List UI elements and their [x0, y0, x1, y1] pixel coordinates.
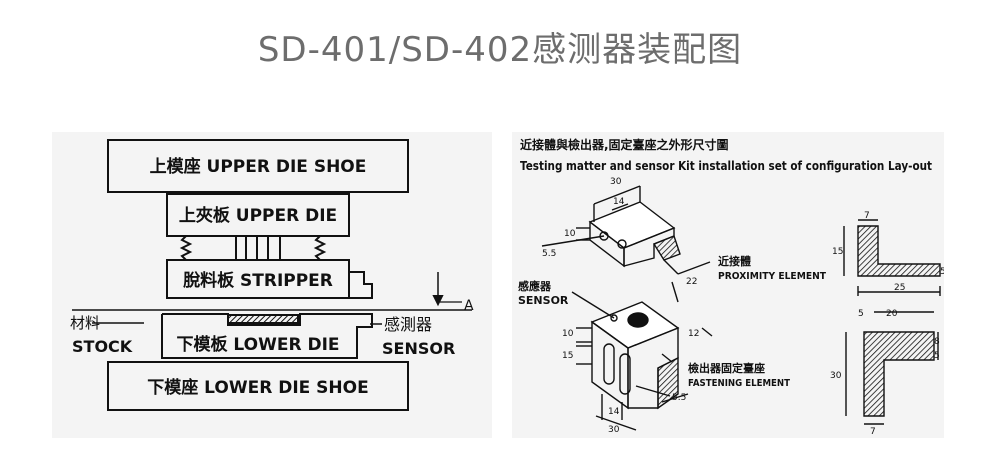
dim-5-a: 5 — [940, 267, 944, 277]
dim-22: 22 — [686, 277, 697, 287]
stripper-label: 脫料板 STRIPPER — [183, 270, 333, 291]
diagram-title-en: Testing matter and sensor Kit installati… — [520, 159, 932, 173]
dim-5-5-top: 5.5 — [542, 249, 556, 259]
upper-die-block — [166, 193, 350, 237]
dim-14-b: 14 — [608, 407, 620, 417]
dim-30-b: 30 — [608, 425, 620, 435]
proximity-en-label: PROXIMITY ELEMENT — [718, 271, 826, 282]
sensor-en-label: SENSOR — [518, 294, 569, 307]
stock-cn-label: 材料 — [70, 314, 100, 332]
stripper-block — [166, 259, 350, 299]
die-assembly-diagram: 上模座 UPPER DIE SHOE 上夾板 UPPER DIE 脫料板 STR… — [52, 132, 492, 438]
lower-die-block — [161, 313, 373, 359]
fastening-en-label: FASTENING ELEMENT — [688, 378, 790, 389]
point-a-label: A — [464, 298, 474, 314]
page-title: SD-401/SD-402感测器装配图 — [257, 30, 743, 70]
dim-14-top: 14 — [613, 197, 625, 207]
dim-15-b: 15 — [562, 351, 573, 361]
dim-15-a: 15 — [832, 247, 843, 257]
dim-25: 25 — [894, 283, 905, 293]
sensor-cn-label: 感應器 — [518, 279, 552, 293]
upper-die-shoe-block — [107, 139, 409, 193]
spring-left — [179, 235, 193, 261]
dim-30-c: 30 — [830, 371, 842, 381]
proximity-cn-label: 近接體 — [718, 254, 751, 268]
dim-12: 12 — [688, 329, 699, 339]
dim-5-5-b: 5.5 — [672, 393, 686, 403]
lower-die-label: 下模板 LOWER DIE — [176, 334, 339, 355]
upper-die-shoe-label: 上模座 UPPER DIE SHOE — [150, 156, 367, 177]
sensor-cn-label: 感測器 — [384, 315, 432, 334]
fastening-cn-label: 檢出器固定臺座 — [688, 361, 765, 375]
dim-20: 20 — [886, 309, 898, 319]
dimension-layout-diagram: 近接體與檢出器,固定臺座之外形尺寸圖 Testing matter and se… — [512, 132, 946, 438]
dim-7-b: 7 — [870, 427, 876, 437]
lower-die-shoe-block — [107, 361, 409, 411]
fastening-element-drawing — [571, 281, 713, 431]
dim-5-c: 5 — [858, 309, 864, 319]
diagram-title-cn: 近接體與檢出器,固定臺座之外形尺寸圖 — [520, 137, 729, 152]
dim-10-b: 10 — [562, 329, 574, 339]
dim-7-a: 7 — [864, 211, 870, 221]
stock-en-label: STOCK — [72, 337, 133, 356]
lower-die-shoe-label: 下模座 LOWER DIE SHOE — [147, 377, 368, 398]
upper-die-label: 上夾板 UPPER DIE — [179, 205, 337, 226]
dim-30-top: 30 — [610, 177, 622, 187]
proximity-element-drawing — [541, 185, 711, 275]
proximity-section-drawing — [843, 219, 941, 296]
sensor-en-label: SENSOR — [382, 339, 455, 358]
stock-hatch — [227, 314, 299, 324]
dim-10-top: 10 — [564, 229, 576, 239]
dim-8: 8 — [934, 337, 940, 347]
dim-5-d: 5 — [934, 351, 940, 361]
spring-right — [313, 235, 327, 261]
fastening-section-drawing — [845, 311, 939, 425]
